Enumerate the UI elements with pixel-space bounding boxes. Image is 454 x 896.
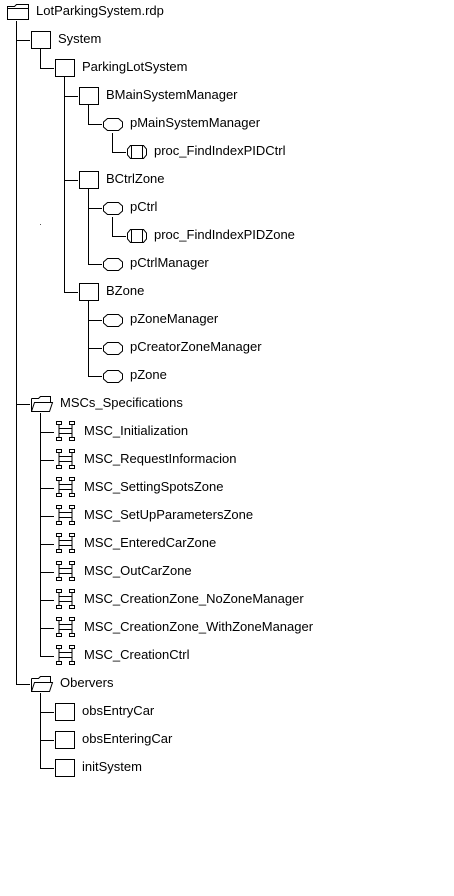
process-icon [102,309,124,332]
procedure-icon [126,141,148,164]
tree-connector-horizontal [112,152,126,153]
tree-connector-vertical [88,189,89,265]
tree-connector-horizontal [112,236,126,237]
tree-node-label: BMainSystemManager [106,87,238,102]
tree-node-label: MSC_CreationCtrl [84,647,190,662]
tree-connector-horizontal [64,180,78,181]
tree-node-label: obsEnteringCar [82,731,173,746]
process-icon [102,365,124,388]
tree-node-label: obsEntryCar [82,703,155,718]
msc-icon [54,420,78,445]
msc-icon [54,644,78,669]
tree-node-label: MSC_Initialization [84,423,189,438]
tree-connector-horizontal [40,768,54,769]
msc-icon [54,532,78,557]
tree-connector-vertical [112,133,113,153]
tree-node-label: proc_FindIndexPIDCtrl [154,143,286,158]
msc-icon [54,476,78,501]
tree-node-label: pCtrlManager [130,255,209,270]
tree-node-label: LotParkingSystem.rdp [36,3,164,18]
tree-connector-horizontal [88,376,102,377]
tree-connector-horizontal [40,656,54,657]
process-icon [102,337,124,360]
tree-node-label: Obervers [60,675,114,690]
tree-connector-horizontal [40,740,54,741]
tree-connector-horizontal [40,516,54,517]
tree-connector-vertical [64,77,65,293]
block-icon [78,281,100,304]
tree-node-label: MSC_OutCarZone [84,563,192,578]
tree-connector-horizontal [40,488,54,489]
tree-node-label: MSC_SetUpParametersZone [84,507,254,522]
tree-connector-vertical [40,693,41,769]
tree-connector-vertical [16,21,17,685]
tree-connector-horizontal [40,572,54,573]
tree-connector-vertical [112,217,113,237]
tree-connector-horizontal [88,348,102,349]
msc-icon [54,504,78,529]
tree-connector-horizontal [40,544,54,545]
tree-node-label: MSC_CreationZone_NoZoneManager [84,591,304,606]
process-icon [102,253,124,276]
procedure-icon [126,225,148,248]
system-block-icon [30,29,52,52]
tree-node-label: BZone [106,283,145,298]
tree-node-label: pZone [130,367,167,382]
tree-connector-horizontal [40,628,54,629]
tree-node-label: MSC_EnteredCarZone [84,535,217,550]
tree-node-label: initSystem [82,759,142,774]
tree-connector-horizontal [40,600,54,601]
tree-connector-horizontal [88,264,102,265]
tree-connector-vertical [40,49,41,69]
tree-node-label: pCtrl [130,199,158,214]
tree-node-label: pMainSystemManager [130,115,261,130]
tree-connector-horizontal [88,208,102,209]
observer-icon [54,729,76,752]
block-icon [78,169,100,192]
tree-connector-vertical [88,301,89,377]
msc-icon [54,448,78,473]
observer-icon [54,757,76,780]
tree-connector-vertical [40,413,41,657]
open-folder-icon [30,394,54,417]
process-icon [102,113,124,136]
tree-connector-horizontal [16,404,30,405]
tree-connector-horizontal [64,96,78,97]
tree-node-label: pZoneManager [130,311,219,326]
tree-connector-horizontal [40,712,54,713]
open-folder-icon [30,674,54,697]
tree-connector-horizontal [88,124,102,125]
tree-node-label: ParkingLotSystem [82,59,188,74]
tree-node-label: proc_FindIndexPIDZone [154,227,295,242]
tree-node-label: MSC_RequestInformacion [84,451,237,466]
msc-icon [54,616,78,641]
folder-icon [6,2,30,25]
tree-connector-horizontal [64,292,78,293]
block-icon [78,85,100,108]
observer-icon [54,701,76,724]
tree-node-label: MSCs_Specifications [60,395,183,410]
tree-node-label: pCreatorZoneManager [130,339,262,354]
tree-connector-horizontal [40,432,54,433]
stray-dot [40,224,41,225]
tree-node-label: BCtrlZone [106,171,165,186]
process-icon [102,197,124,220]
tree-node-label: MSC_SettingSpotsZone [84,479,224,494]
system-block-icon [54,57,76,80]
msc-icon [54,560,78,585]
tree-connector-horizontal [40,68,54,69]
tree-connector-vertical [88,105,89,125]
tree-connector-horizontal [16,40,30,41]
tree-node-label: MSC_CreationZone_WithZoneManager [84,619,314,634]
msc-icon [54,588,78,613]
tree-connector-horizontal [88,320,102,321]
tree-connector-horizontal [40,460,54,461]
tree-connector-horizontal [16,684,30,685]
tree-node-label: System [58,31,102,46]
